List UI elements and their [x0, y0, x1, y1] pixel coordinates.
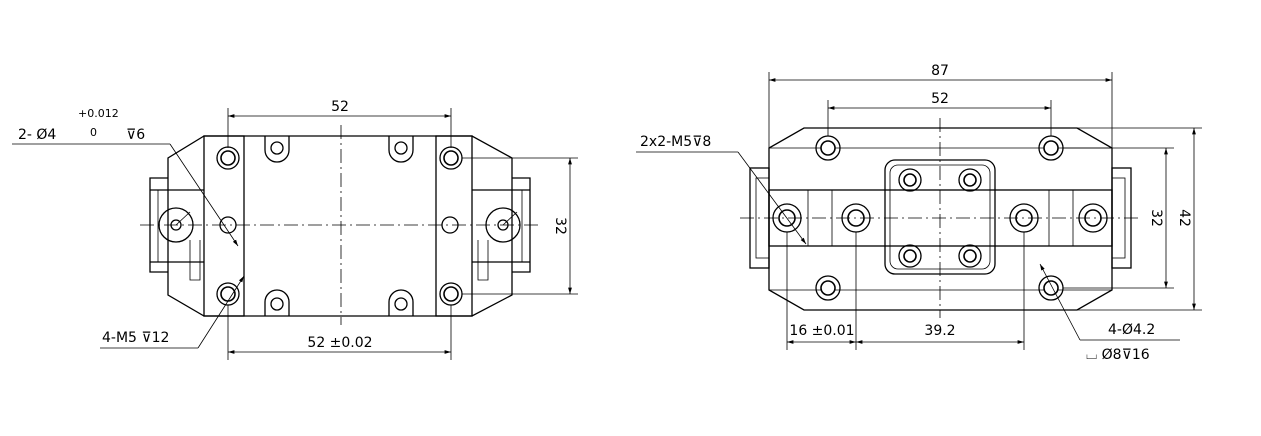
callout-pin-depth: ⊽6 [126, 127, 145, 143]
dim-right-32: 32 [1148, 209, 1164, 227]
boss [388, 136, 414, 163]
dim-top-52: 52 [331, 99, 349, 115]
dim-bottom-39: 39.2 [924, 323, 955, 339]
dim-right-42: 42 [1176, 209, 1192, 227]
boss [264, 136, 290, 163]
corner-hole [1038, 275, 1064, 301]
corner-hole [439, 146, 463, 170]
right-view: 87 52 32 42 16 ±0.01 39.2 2x2-M5⊽8 4-Ø4.… [636, 63, 1202, 363]
dim-inner-52: 52 [931, 91, 949, 107]
corner-hole [815, 275, 841, 301]
corner-hole [216, 146, 240, 170]
callout-pin-tol-upper: +0.012 [78, 107, 119, 120]
callout-thread-right: 2x2-M5⊽8 [640, 134, 711, 150]
callout-pin-tol-lower: 0 [90, 126, 97, 139]
block-hole [898, 168, 922, 192]
callout-pin: 2- Ø4 [18, 127, 56, 143]
callout-hole: 4-Ø4.2 [1108, 322, 1155, 338]
dim-overall-87: 87 [931, 63, 949, 79]
boss [264, 289, 290, 316]
block-hole [958, 168, 982, 192]
boss [388, 289, 414, 316]
callout-cbore: ⌴ Ø8⊽16 [1086, 347, 1150, 363]
block-hole [898, 244, 922, 268]
dim-bottom-52: 52 ±0.02 [307, 335, 372, 351]
left-view: 52 52 ±0.02 32 2- Ø4 +0.012 0 ⊽6 4-M5 ⊽1… [12, 99, 578, 360]
block-hole [958, 244, 982, 268]
corner-hole [439, 282, 463, 306]
dim-bottom-16: 16 ±0.01 [789, 323, 854, 339]
dim-right-32: 32 [552, 217, 568, 235]
callout-thread-left: 4-M5 ⊽12 [102, 330, 169, 346]
